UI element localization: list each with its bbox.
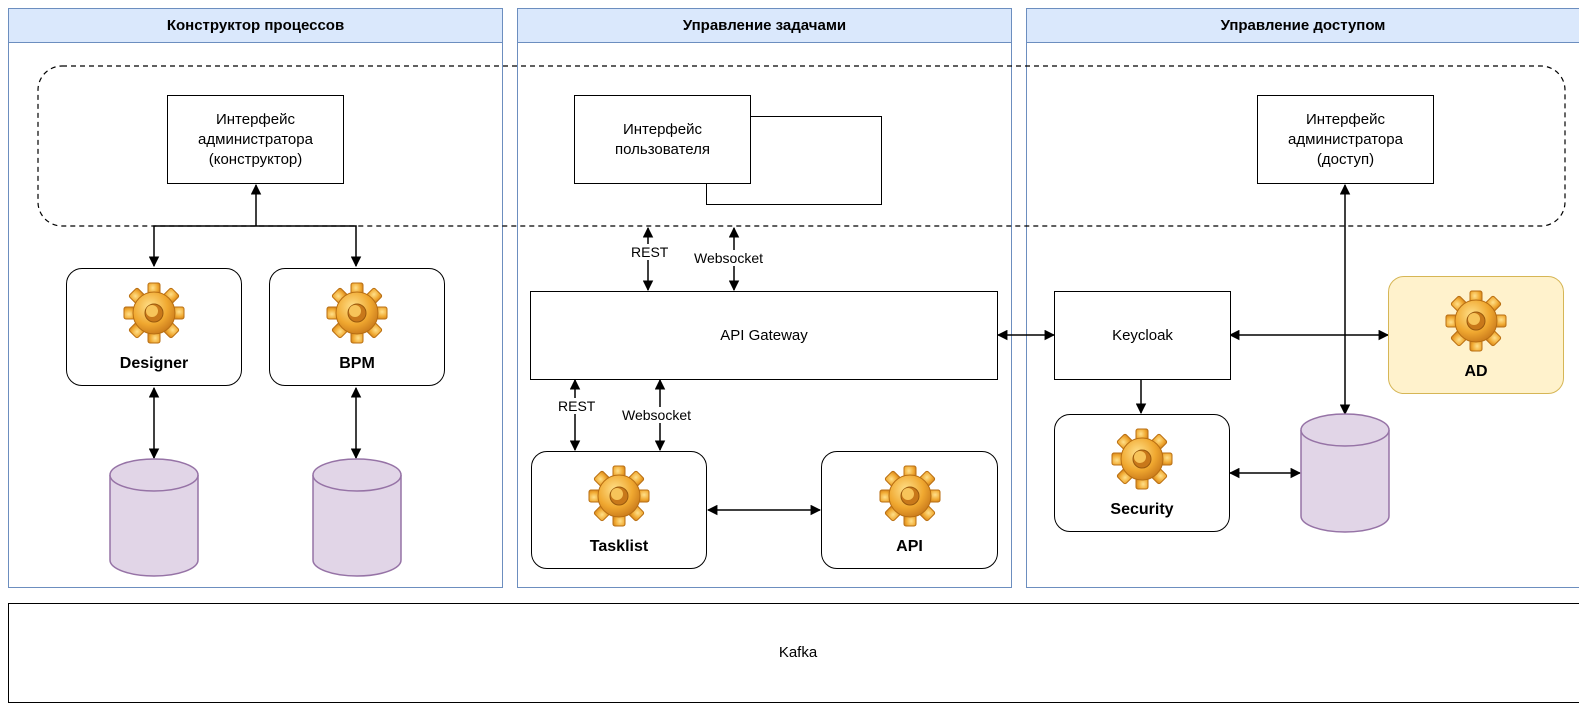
service-bpm-label: BPM — [339, 355, 375, 372]
user-ui: Интерфейс пользователя — [574, 95, 751, 184]
lane-access-management: Управление доступом — [1026, 8, 1579, 588]
service-designer: Designer — [66, 268, 242, 386]
lane-header-task-management: Управление задачами — [518, 9, 1011, 43]
lane-task-management: Управление задачами — [517, 8, 1012, 588]
service-security: Security — [1054, 414, 1230, 532]
gear-icon — [123, 282, 185, 344]
service-api: API — [821, 451, 998, 569]
api-gateway: API Gateway — [530, 291, 998, 380]
gear-icon — [879, 465, 940, 527]
lane-header-access-management: Управление доступом — [1027, 9, 1579, 43]
edge-label-websocket-lower: Websocket — [620, 407, 693, 423]
keycloak: Keycloak — [1054, 291, 1231, 380]
gear-icon — [326, 282, 388, 344]
service-api-label: API — [896, 538, 923, 555]
admin-ui-designer: Интерфейс администратора (конструктор) — [167, 95, 344, 184]
lane-process-designer: Конструктор процессов — [8, 8, 503, 588]
kafka-bus: Kafka — [8, 603, 1579, 703]
admin-ui-access: Интерфейс администратора (доступ) — [1257, 95, 1434, 184]
edge-label-rest-upper: REST — [629, 244, 671, 260]
gear-icon — [588, 465, 650, 527]
gear-icon — [1111, 428, 1173, 490]
service-tasklist: Tasklist — [531, 451, 707, 569]
lane-header-process-designer: Конструктор процессов — [9, 9, 502, 43]
service-ad: AD — [1388, 276, 1564, 394]
service-designer-label: Designer — [119, 355, 189, 372]
service-tasklist-label: Tasklist — [589, 538, 649, 555]
service-bpm: BPM — [269, 268, 445, 386]
service-security-label: Security — [1110, 501, 1174, 518]
edge-label-websocket-upper: Websocket — [692, 250, 765, 266]
gear-icon — [1445, 290, 1507, 352]
service-ad-label: AD — [1464, 363, 1488, 380]
edge-label-rest-lower: REST — [556, 398, 598, 414]
